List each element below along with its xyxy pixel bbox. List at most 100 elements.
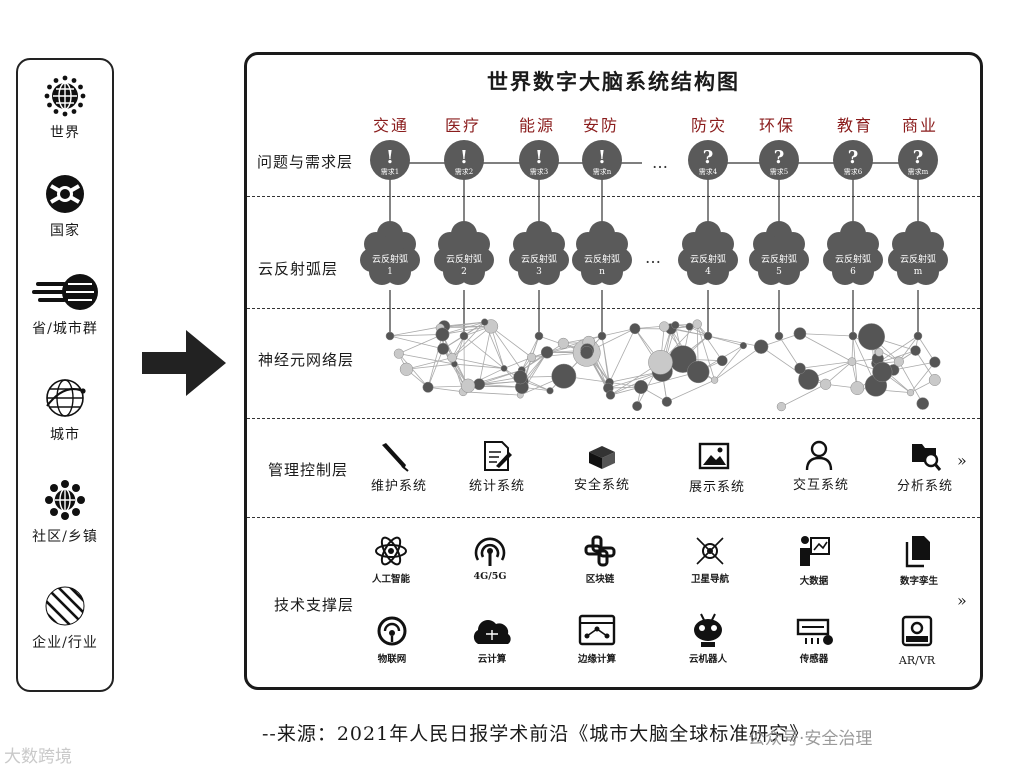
- neuron-link: [442, 326, 492, 335]
- reflex-title: 云反射弧: [761, 253, 797, 265]
- source-caption: --来源：2021年人民日报学术前沿《城市大脑全球标准研究》: [262, 723, 810, 745]
- tech-label: 物联网: [377, 654, 407, 665]
- demand-node: ?需求4: [688, 140, 728, 180]
- neuron-link: [389, 335, 444, 350]
- ellipsis: …: [645, 248, 661, 267]
- neuron-node: [435, 327, 450, 342]
- neuron-link: [428, 385, 465, 388]
- reflex-id: 6: [850, 267, 856, 277]
- tech-label: 数字孪生: [899, 576, 938, 587]
- ar-vr-icon: [901, 615, 933, 647]
- demand-label: 需求1: [381, 167, 399, 176]
- cloud-puff: [586, 242, 618, 274]
- neuron-link: [452, 357, 505, 369]
- neuron-link: [463, 391, 521, 396]
- neuron-link: [398, 353, 455, 365]
- demand-node: ?需求m: [898, 140, 938, 180]
- neuron-link: [398, 353, 429, 388]
- layer-divider: [247, 517, 980, 518]
- neuron-link: [609, 328, 636, 383]
- neuron-link: [389, 334, 443, 337]
- reflex-id: 5: [776, 267, 782, 277]
- cloud-puff: [692, 242, 724, 274]
- neuron-node: [437, 342, 450, 355]
- neuron-node: [692, 319, 702, 329]
- neuron-node: [820, 378, 832, 390]
- more-chevron: »: [957, 591, 967, 610]
- neuron-node: [661, 396, 672, 407]
- demand-circle: [833, 140, 873, 180]
- demand-circle: [688, 140, 728, 180]
- level-country: 国家: [16, 172, 114, 240]
- category-label: 交通: [372, 116, 409, 135]
- neuron-node: [893, 356, 904, 367]
- neuron-node: [716, 355, 728, 367]
- user-icon: [805, 440, 833, 471]
- neuron-network: [385, 318, 941, 412]
- neuron-node: [634, 380, 648, 394]
- neuron-node: [399, 362, 414, 376]
- level-label: 企业/行业: [32, 635, 98, 651]
- demand-circle: [370, 140, 410, 180]
- neuron-link: [666, 379, 715, 403]
- robot-icon: [694, 613, 722, 647]
- tech-label: 云机器人: [688, 654, 727, 665]
- tech-label: 4G/5G: [473, 571, 507, 582]
- satellite-icon: [696, 537, 724, 565]
- neuron-link: [707, 335, 744, 346]
- system-label: 安全系统: [573, 478, 630, 493]
- cloud-puff: [837, 242, 869, 274]
- layer-divider: [247, 196, 980, 197]
- demand-node: ?需求5: [759, 140, 799, 180]
- reflex-id: 1: [387, 267, 393, 277]
- neuron-node: [929, 356, 941, 368]
- cloud-puff: [523, 242, 555, 274]
- neuron-link: [478, 326, 492, 385]
- neuron-node: [774, 331, 784, 341]
- ellipsis: …: [652, 153, 668, 172]
- reflex-title: 云反射弧: [835, 253, 871, 265]
- reflex-cloud: 云反射弧 6: [823, 221, 883, 285]
- tech-label: 大数据: [799, 576, 829, 587]
- neuron-link: [427, 348, 444, 388]
- speed-globe-icon: [32, 274, 98, 310]
- neuron-link: [454, 363, 505, 369]
- neuron-node: [874, 348, 884, 357]
- reflex-title: 云反射弧: [690, 253, 726, 265]
- neuron-link: [825, 361, 853, 385]
- neuron-link: [696, 323, 723, 361]
- neuron-node: [847, 357, 857, 366]
- box-icon: [589, 446, 615, 469]
- neuron-link: [799, 333, 853, 363]
- demand-circle: [898, 140, 938, 180]
- layer-divider: [247, 418, 980, 419]
- level-panel: [16, 58, 114, 692]
- picture-icon: [698, 442, 730, 470]
- reflex-cloud: 云反射弧 5: [749, 221, 809, 285]
- level-label: 城市: [50, 427, 80, 443]
- demand-node: !需求n: [582, 140, 622, 180]
- neuron-node: [848, 331, 858, 341]
- neuron-link: [696, 324, 715, 381]
- cloud-puff: [902, 242, 934, 274]
- neuron-node: [557, 337, 569, 349]
- neuron-node: [629, 323, 641, 335]
- neuron-node: [473, 378, 486, 391]
- demand-node: !需求1: [370, 140, 410, 180]
- neuron-node: [685, 322, 694, 331]
- neuron-link: [781, 383, 826, 407]
- pen-icon: [382, 443, 409, 472]
- neuron-node: [597, 331, 607, 341]
- neuron-link: [778, 335, 801, 369]
- system-label: 分析系统: [896, 479, 953, 494]
- neuron-node: [687, 360, 710, 384]
- demand-circle: [582, 140, 622, 180]
- demand-mark: !: [460, 147, 468, 168]
- neuron-node: [527, 352, 537, 362]
- neuron-node: [906, 389, 915, 397]
- document-edit-icon: [484, 441, 512, 471]
